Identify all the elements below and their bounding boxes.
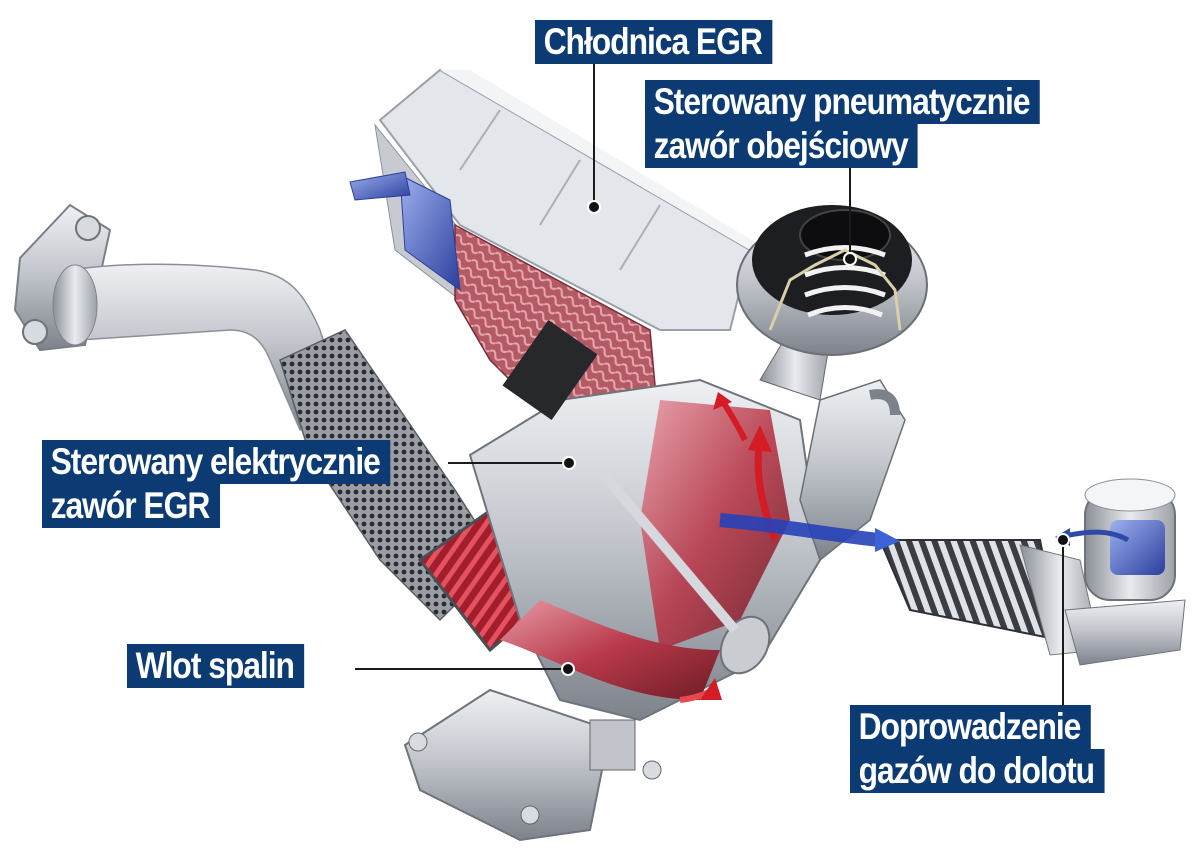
label-egr-cooler: Chłodnica EGR <box>535 20 773 64</box>
label-line: Sterowany pneumatycznie <box>645 80 1040 124</box>
anchor-dot-exhaust-inlet <box>561 662 575 676</box>
leader-line-egr-cooler <box>593 64 595 206</box>
flow-arrows <box>679 392 1130 703</box>
label-exhaust-inlet: Wlot spalin <box>127 644 305 688</box>
bypass-valve-actuator <box>736 205 928 401</box>
label-line: Chłodnica EGR <box>535 20 773 64</box>
leader-line-electric-egr-valve <box>448 462 566 464</box>
anchor-dot-intake-gas-supply <box>1056 533 1070 547</box>
label-line: zawór obejściowy <box>645 124 918 168</box>
exhaust-pipe <box>13 203 346 431</box>
mounting-flange <box>403 688 662 842</box>
label-pneumatic-bypass-valve: Sterowany pneumatycznie zawór obejściowy <box>645 80 1040 168</box>
anchor-dot-electric-egr-valve <box>562 456 576 470</box>
label-line: gazów do dolotu <box>850 749 1105 793</box>
leader-line-intake-gas-supply <box>1062 540 1064 705</box>
coolant-channel <box>349 171 461 292</box>
leader-line-bypass-valve <box>849 168 851 258</box>
label-line: Doprowadzenie <box>850 705 1091 749</box>
label-intake-gas-supply: Doprowadzenie gazów do dolotu <box>850 705 1105 793</box>
anchor-dot-egr-cooler <box>587 200 601 214</box>
label-line: Sterowany elektrycznie <box>42 440 391 484</box>
label-line: Wlot spalin <box>127 644 305 688</box>
anchor-dot-bypass-valve <box>843 252 857 266</box>
label-line: zawór EGR <box>42 484 220 528</box>
valve-body <box>468 320 822 722</box>
outlet-pipe <box>799 379 1186 666</box>
leader-line-exhaust-inlet <box>355 668 565 670</box>
label-electric-egr-valve: Sterowany elektrycznie zawór EGR <box>42 440 391 528</box>
